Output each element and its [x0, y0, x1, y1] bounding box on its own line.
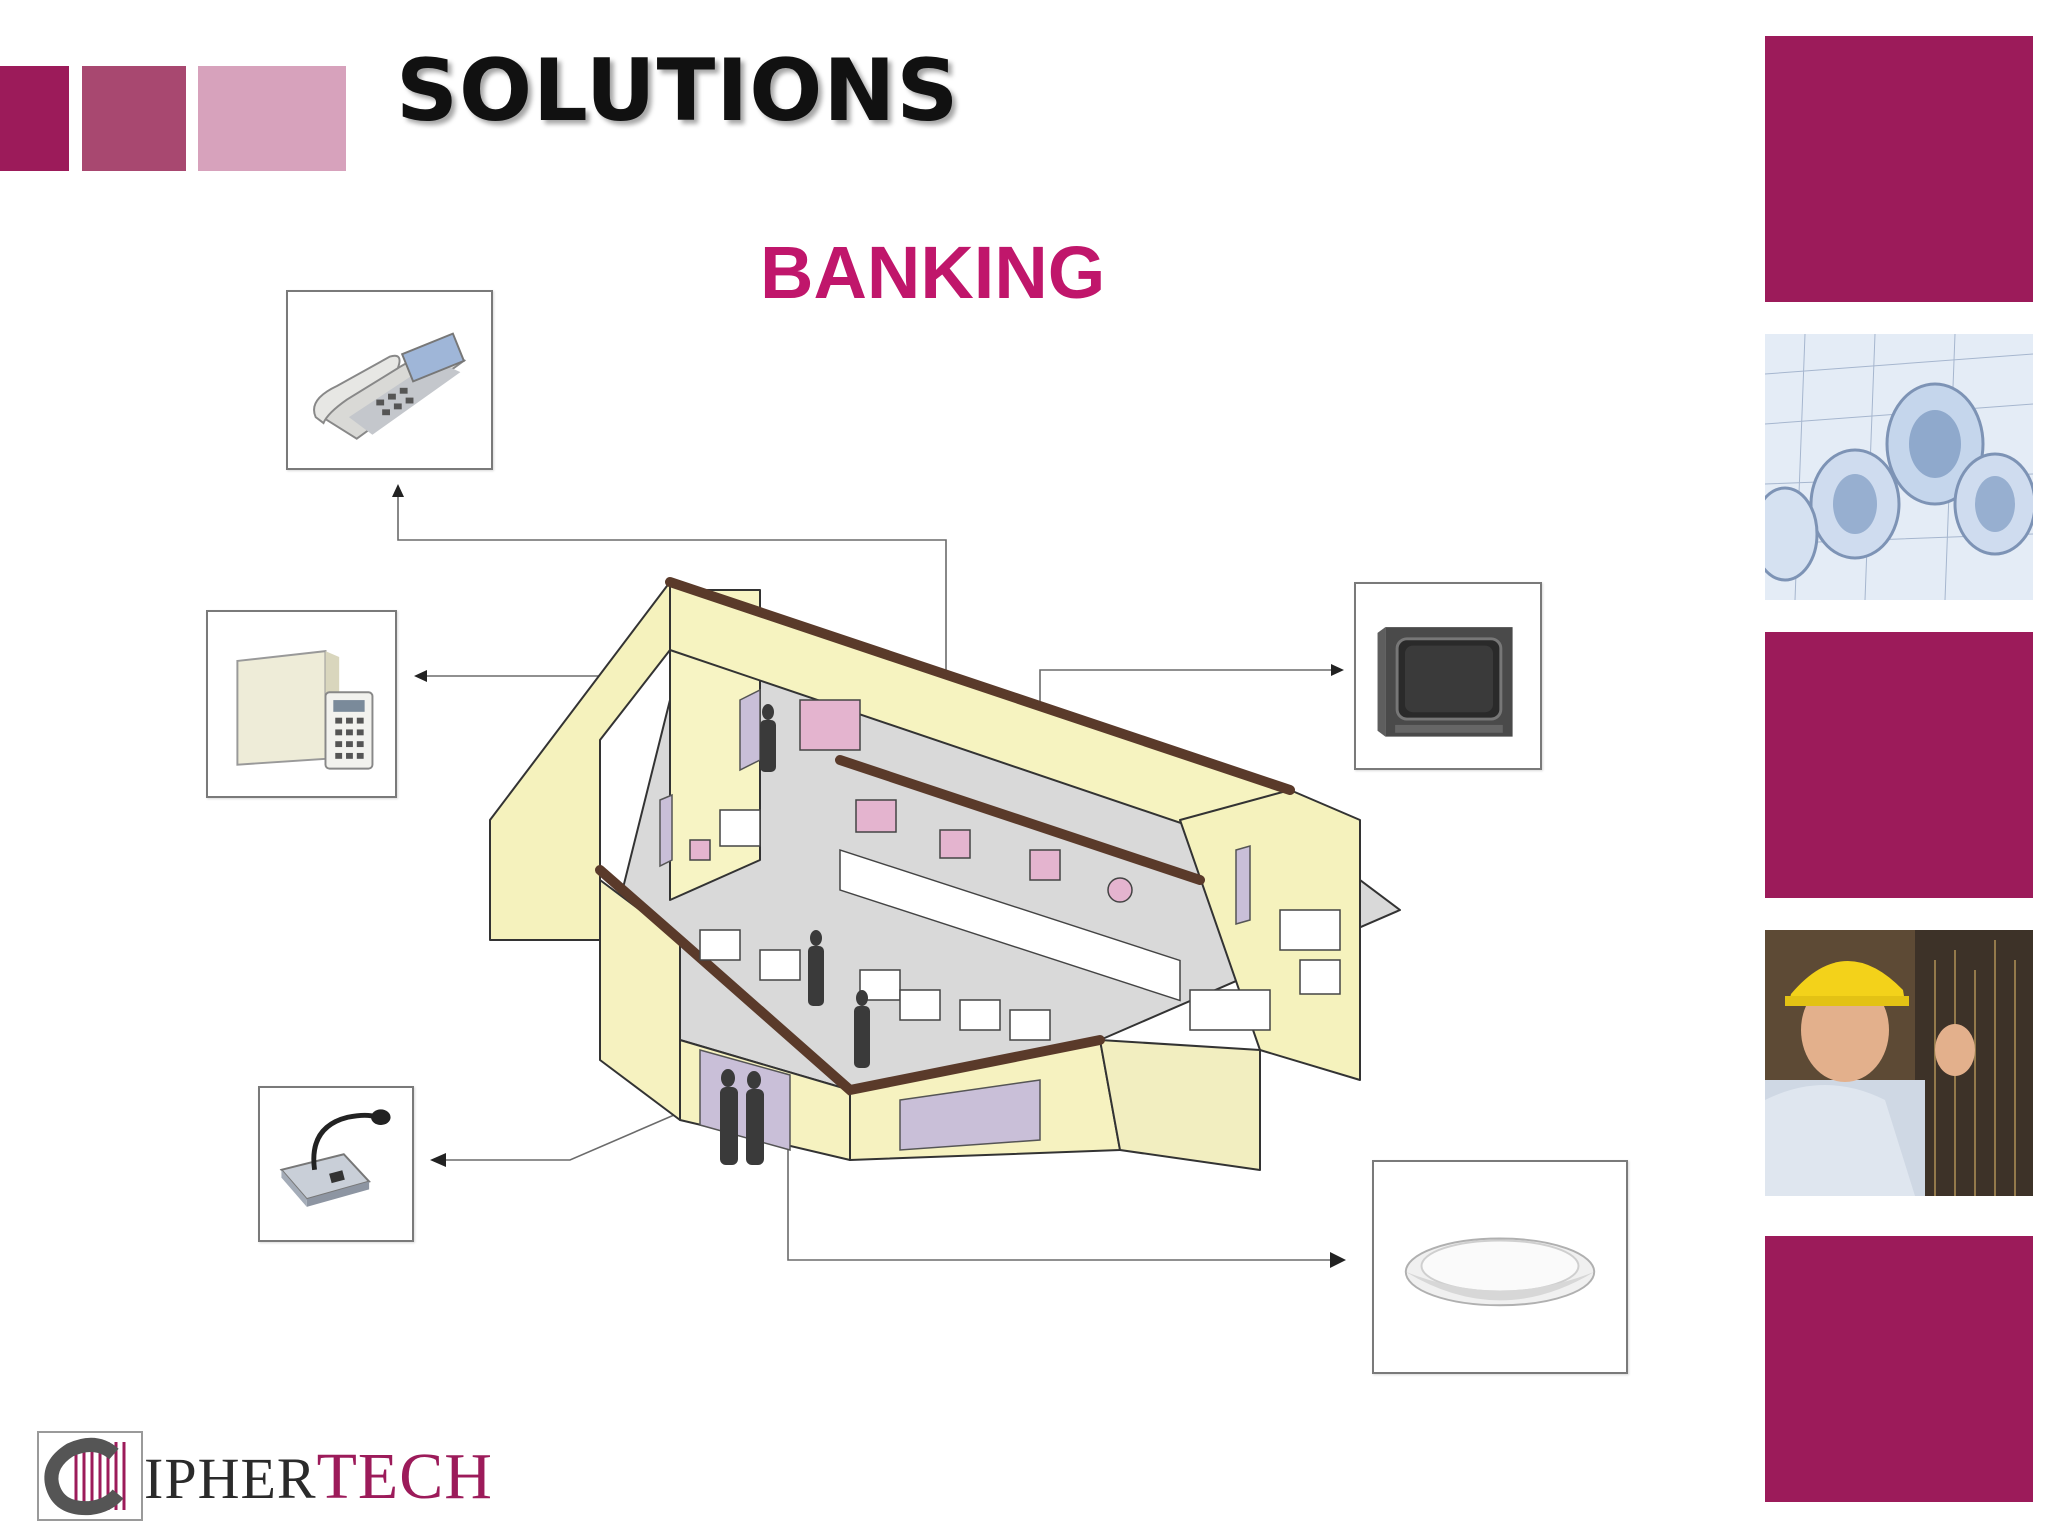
ciphertech-logo-icon: [37, 1431, 143, 1521]
side-panel-1: [1765, 36, 2033, 302]
slide-title: SOLUTIONS: [396, 41, 960, 141]
alarm-panel-icon: [236, 650, 374, 770]
decor-square-dark: [0, 66, 69, 171]
desk-microphone-icon: [279, 1109, 391, 1207]
logo-wordmark: IPHERTECH: [144, 1444, 493, 1510]
ceiling-speaker-device-box: [1372, 1160, 1628, 1374]
company-logo: IPHERTECH: [36, 1428, 496, 1524]
telephone-device-box: [286, 290, 493, 470]
slide-subtitle: BANKING: [760, 231, 1106, 314]
alarm-panel-device-box: [206, 610, 397, 798]
decor-square-light: [198, 66, 346, 171]
monitor-device-box: [1354, 582, 1542, 770]
technician-photo: [1765, 930, 2033, 1196]
side-panel-3: [1765, 632, 2033, 898]
microphone-device-box: [258, 1086, 414, 1242]
side-panel-5: [1765, 1236, 2033, 1502]
logo-text-part1: IPHER: [144, 1446, 317, 1511]
logo-text-part2: TECH: [316, 1440, 493, 1513]
decor-square-medium: [82, 66, 186, 171]
ceiling-speaker-icon: [1404, 1237, 1596, 1307]
telephone-icon: [313, 332, 467, 440]
blueprints-photo: [1765, 334, 2033, 600]
crt-monitor-icon: [1377, 627, 1513, 737]
